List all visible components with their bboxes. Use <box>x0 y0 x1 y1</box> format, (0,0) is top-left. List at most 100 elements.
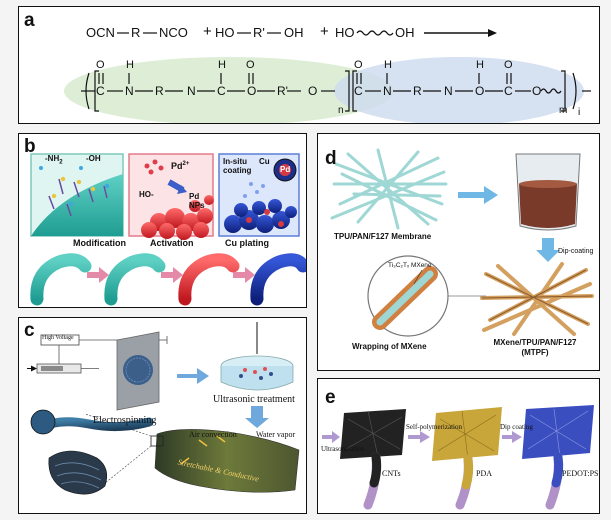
label-pda: PDA <box>476 469 493 478</box>
arrow-modification <box>87 267 109 283</box>
chain-atom: R' <box>277 84 288 98</box>
label-pd2plus: Pd2+ <box>171 161 190 171</box>
arrow-self-polymerization <box>408 431 430 443</box>
label-self-polymerization: Self-polymerization <box>406 423 462 431</box>
conductive-fabric <box>154 429 300 493</box>
panel-b-graphics <box>30 153 306 306</box>
chain-atom: O <box>475 84 485 98</box>
label-dip-coating: Dip-coating <box>558 248 594 255</box>
chain-atom: N <box>187 84 196 98</box>
reactant-rprime: R' <box>253 25 265 40</box>
panel-e: e Ultrasonication Self-polymerization Di… <box>317 378 600 514</box>
label-dip-coating-e: Dip coating <box>500 423 533 431</box>
arrow-to-ultrasonic <box>177 368 209 384</box>
oxygen-top: O <box>96 59 105 71</box>
bracket-m-right <box>561 70 566 112</box>
panel-d: d TPU/PAN/F127 Membrane Dip-coating Ti₃C… <box>317 133 600 371</box>
label-ultrasonic: Ultrasonic treatment <box>213 394 295 405</box>
hydrogen-top: H <box>218 59 226 71</box>
label-product: MXene/TPU/PAN/F127(MTPF) <box>493 338 577 357</box>
plus-1: + <box>203 23 212 40</box>
wavy-chain <box>356 30 394 36</box>
panel-c-label: c <box>24 320 35 341</box>
reactant-oh-2: OH <box>395 25 415 40</box>
syringe <box>27 363 99 374</box>
blue-highlight <box>334 57 584 123</box>
chain-atom: C <box>354 84 363 98</box>
hydrogen-top: H <box>476 59 484 71</box>
chain-atom: O <box>247 84 257 98</box>
reactant-ho: HO <box>215 25 235 40</box>
pda-mesh <box>432 407 502 461</box>
label-pd: Pd <box>280 165 291 174</box>
label-ultrasonication: Ultrasonication <box>321 445 365 453</box>
label-membrane: TPU/PAN/F127 Membrane <box>334 232 432 241</box>
bracket-outer-right <box>572 72 577 110</box>
chain-atom: C <box>217 84 226 98</box>
fiber-activated <box>178 253 240 306</box>
panel-a-graphics <box>64 29 591 123</box>
chain-atom: C <box>96 84 105 98</box>
arrow-dip-coating <box>536 238 560 262</box>
oxygen-top: O <box>354 59 363 71</box>
panel-c: c High Voltage Electrospinning Ultrasoni… <box>18 317 307 514</box>
reactant-r: R <box>131 25 141 40</box>
label-ho: HO- <box>139 190 154 199</box>
fiber-plated <box>250 253 306 306</box>
bracket-m-left <box>352 70 357 112</box>
subscript-m: m <box>559 105 568 116</box>
reactant-ocn: OCN <box>86 25 115 40</box>
label-electrospinning: Electrospinning <box>93 415 157 426</box>
green-highlight <box>64 57 394 123</box>
step-cu-plating: Cu plating <box>225 238 269 248</box>
panel-c-graphics <box>27 322 300 495</box>
label-air-convection: Air convection <box>189 430 237 439</box>
subscript-n: n <box>338 105 344 116</box>
arrow-down <box>245 406 269 428</box>
label-wrapping: Wrapping of MXene <box>352 342 427 351</box>
chain-atom: R <box>413 84 422 98</box>
chain-atom: N <box>444 84 453 98</box>
reactant-ho-2: HO <box>335 25 355 40</box>
label-mxene: Ti₃C₂Tₓ MXene <box>388 262 432 269</box>
hydrogen-top: H <box>384 59 392 71</box>
panel-a-label: a <box>24 10 35 31</box>
fiber-initial <box>30 253 92 306</box>
reactant-oh: OH <box>284 25 304 40</box>
label-water-vapor: Water vapor <box>256 430 296 439</box>
bracket-n-right <box>345 70 350 112</box>
label-oh: -OH <box>86 154 101 163</box>
label-cnts: CNTs <box>382 469 401 478</box>
chain-atom: N <box>125 84 134 98</box>
panel-d-label: d <box>325 148 337 169</box>
step-activation: Activation <box>150 238 194 248</box>
arrow-dip-coating-e <box>502 431 522 443</box>
oxygen-top: O <box>504 59 513 71</box>
chain-atom: O <box>308 84 318 98</box>
label-high-voltage: High Voltage <box>42 335 74 341</box>
chain-atom: R <box>155 84 164 98</box>
oxygen-top: O <box>246 59 255 71</box>
chain-atom: C <box>504 84 513 98</box>
arrow-activation <box>161 267 183 283</box>
panel-b-label: b <box>24 136 36 157</box>
label-nh2: -NH2 <box>45 154 63 166</box>
arrow-cu-plating <box>233 267 255 283</box>
label-pedot: PEDOT:PSS <box>562 469 600 478</box>
fiber-modified <box>104 253 166 306</box>
chain-atom: O <box>532 84 542 98</box>
arrow-to-beaker <box>458 186 498 204</box>
panel-e-graphics <box>322 405 594 510</box>
panel-e-label: e <box>325 387 336 408</box>
panel-d-graphics <box>330 148 594 337</box>
step-modification: Modification <box>73 238 126 248</box>
membrane-fibers <box>330 148 448 230</box>
subscript-i: i <box>578 107 581 118</box>
label-cu: Cu <box>259 157 270 166</box>
panel-a: a OCN R NCO + HO R' OH + HO OH C N R N C… <box>18 6 600 124</box>
plus-2: + <box>320 23 329 40</box>
wavy-chain-2 <box>540 88 562 94</box>
